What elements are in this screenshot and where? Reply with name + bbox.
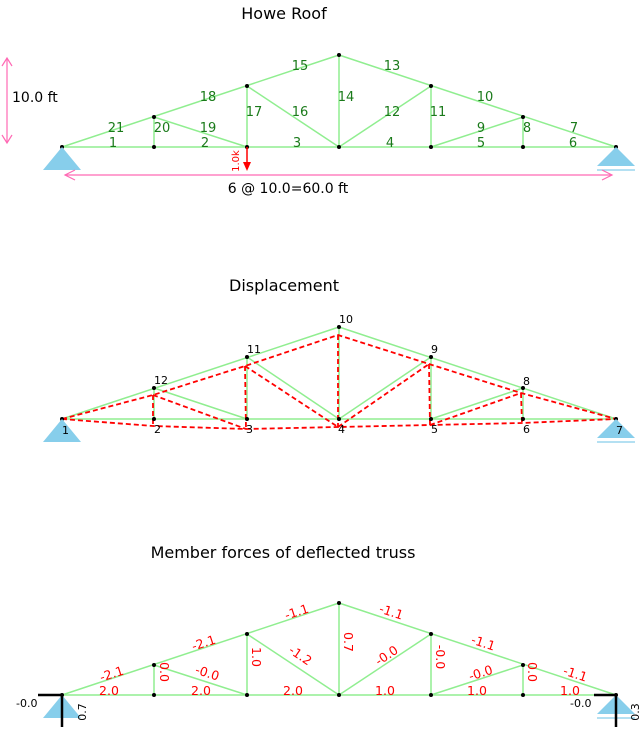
- node-number: 6: [523, 423, 530, 436]
- span-dimension-arrow: [63, 169, 614, 181]
- member-number: 2: [201, 136, 209, 151]
- top-chord-left: [61, 54, 340, 148]
- member-number: 14: [338, 90, 355, 105]
- member-forces-panel: Member forces of deflected truss: [16, 543, 641, 727]
- member-number: 4: [386, 136, 394, 151]
- node-dot: [245, 84, 249, 88]
- vertical-force-labels: 0.0 1.0 0.7 -0.0 0.0: [157, 632, 540, 682]
- member-number: 5: [477, 136, 485, 151]
- node-number: 4: [338, 423, 345, 436]
- height-label: 10.0 ft: [12, 90, 58, 106]
- force-label: 0.0: [525, 662, 540, 682]
- node-dot: [337, 145, 341, 149]
- load-label: 1.0k: [231, 150, 242, 172]
- node-number-labels: 1 2 3 4 5 6 7 8 9 10 11 12: [62, 313, 623, 437]
- force-label: -1.1: [377, 601, 405, 623]
- member-number: 6: [569, 136, 577, 151]
- height-dimension-arrow: [1, 56, 13, 145]
- node-number: 11: [247, 343, 261, 356]
- force-label: -0.0: [193, 662, 221, 684]
- member-number: 13: [384, 59, 401, 74]
- pin-support-icon: [43, 147, 81, 170]
- member-number: 11: [430, 105, 447, 120]
- node-number: 3: [246, 423, 253, 436]
- bottom-chord-force-labels: 2.0 2.0 2.0 1.0 1.0 1.0: [99, 683, 580, 698]
- panel1-nodes: [60, 53, 618, 149]
- left-vertical-reaction-label: 0.7: [76, 703, 89, 721]
- member-number: 9: [477, 121, 485, 136]
- force-label: -2.1: [98, 663, 126, 685]
- node-number: 8: [523, 375, 530, 388]
- point-load-arrow: [243, 147, 251, 171]
- member-number: 15: [292, 59, 309, 74]
- force-label: 0.0: [157, 662, 172, 682]
- panel1-title: Howe Roof: [241, 4, 327, 23]
- force-label: -2.1: [190, 632, 218, 654]
- member-number: 20: [154, 121, 171, 136]
- force-label: -0.0: [433, 645, 448, 669]
- force-label: -1.1: [469, 632, 497, 654]
- panel2-title: Displacement: [229, 276, 339, 295]
- member-number: 7: [570, 121, 578, 136]
- member-number: 19: [200, 121, 217, 136]
- force-label: -1.1: [561, 663, 589, 685]
- roller-support-icon: [597, 147, 635, 166]
- member-number: 16: [292, 105, 309, 120]
- pin-support-icon: [43, 419, 81, 442]
- node-number: 9: [431, 343, 438, 356]
- diagonal-member: [246, 85, 340, 148]
- panel2-original-members: [61, 326, 617, 420]
- node-dot: [521, 145, 525, 149]
- right-vertical-reaction-label: 0.3: [629, 703, 641, 721]
- member-number: 12: [384, 105, 401, 120]
- force-label: 2.0: [283, 683, 303, 698]
- force-label: 1.0: [249, 647, 264, 667]
- howe-roof-panel: Howe Roof 1 2 3 4 5 6 7: [1, 4, 635, 197]
- node-number: 1: [62, 424, 69, 437]
- member-number: 3: [293, 136, 301, 151]
- force-label: -0.0: [467, 662, 495, 684]
- force-label: -1.1: [283, 601, 311, 623]
- left-horizontal-reaction-label: -0.0: [16, 697, 37, 710]
- span-label: 6 @ 10.0=60.0 ft: [228, 181, 349, 197]
- node-number: 12: [154, 374, 168, 387]
- right-horizontal-reaction-label: -0.0: [570, 697, 591, 710]
- reaction-arrows: [38, 693, 618, 727]
- member-number-labels: 1 2 3 4 5 6 7 8 9 10 11 12 13 14 15 16 1…: [108, 59, 578, 151]
- force-label: 1.0: [467, 683, 487, 698]
- displacement-panel: Displacement: [43, 276, 635, 443]
- force-label: 1.0: [375, 683, 395, 698]
- member-number: 8: [523, 121, 531, 136]
- node-dot: [521, 115, 525, 119]
- member-number: 1: [109, 136, 117, 151]
- node-dot: [152, 115, 156, 119]
- member-number: 18: [200, 90, 217, 105]
- force-label: 2.0: [99, 683, 119, 698]
- node-dot: [152, 145, 156, 149]
- member-number: 17: [246, 105, 263, 120]
- diagonal-member: [153, 116, 248, 148]
- top-chord-right: [338, 54, 617, 148]
- node-number: 5: [431, 423, 438, 436]
- node-dot: [429, 145, 433, 149]
- node-number: 2: [154, 423, 161, 436]
- panel3-title: Member forces of deflected truss: [151, 543, 416, 562]
- node-number: 10: [339, 313, 353, 326]
- diagonal-member: [430, 116, 524, 148]
- top-chord-force-labels: -2.1 -2.1 -1.1 -1.1 -1.1 -1.1: [98, 601, 590, 685]
- member-number: 21: [108, 121, 125, 136]
- force-label: 1.0: [560, 683, 580, 698]
- force-label: -1.2: [286, 642, 315, 668]
- roller-support-icon: [597, 419, 635, 438]
- node-dot: [337, 53, 341, 57]
- diagonal-member: [338, 85, 432, 148]
- node-number: 7: [616, 424, 623, 437]
- member-number: 10: [477, 90, 494, 105]
- force-label: 0.7: [341, 632, 356, 652]
- node-dot: [429, 84, 433, 88]
- force-label: 2.0: [191, 683, 211, 698]
